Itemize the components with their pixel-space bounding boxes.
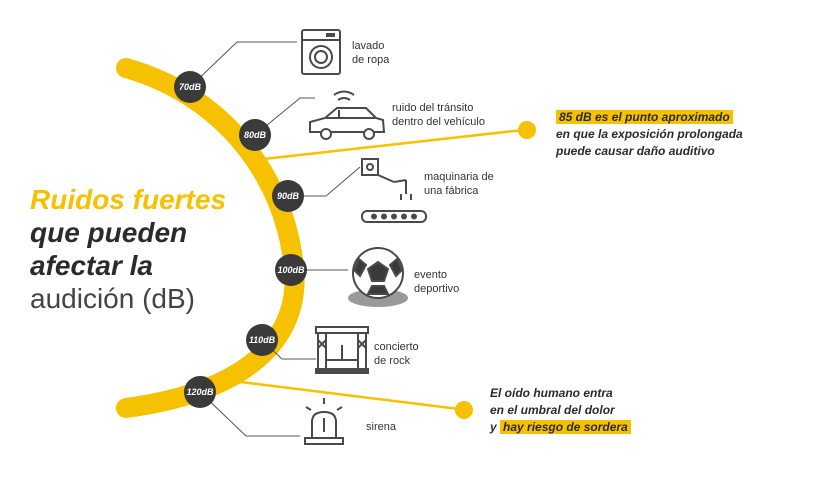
title-line-1: Ruidos fuertes xyxy=(30,184,227,215)
label-siren: sirena xyxy=(366,421,396,433)
callout-top-connector xyxy=(254,121,536,162)
badge-90db-text: 90dB xyxy=(277,191,300,201)
label-sports-event: evento deportivo xyxy=(414,269,460,295)
callout-85db: 85 dB es el punto aproximado en que la e… xyxy=(556,109,743,160)
title-line-3: afectar la xyxy=(30,250,153,281)
washing-machine-icon xyxy=(301,29,341,75)
page-title: Ruidos fuertes que pueden afectar la aud… xyxy=(30,183,226,315)
callout-85db-highlight: 85 dB es el punto aproximado xyxy=(556,110,733,124)
concert-stage-icon xyxy=(315,326,369,374)
car-icon xyxy=(309,90,386,140)
badge-90db: 90dB xyxy=(272,180,304,212)
callout-pain-threshold: El oído humano entra en el umbral del do… xyxy=(490,385,631,436)
title-line-2: que pueden xyxy=(30,217,188,248)
badge-100db-text: 100dB xyxy=(277,265,305,275)
callout-pain-line3-prefix: y xyxy=(490,420,497,434)
badge-80db-text: 80dB xyxy=(244,130,267,140)
callout-pain-line2: en el umbral del dolor xyxy=(490,403,615,417)
label-rock-concert: concierto de rock xyxy=(374,341,419,367)
title-line-4: audición (dB) xyxy=(30,283,195,314)
callout-pain-line1: El oído humano entra xyxy=(490,386,613,400)
badge-110db-text: 110dB xyxy=(249,335,276,345)
label-car-traffic: ruido del tránsito dentro del vehículo xyxy=(392,102,485,128)
badge-80db: 80dB xyxy=(239,119,271,151)
callout-85db-line2: en que la exposición prolongada xyxy=(556,127,743,141)
label-washing-machine: lavado de ropa xyxy=(352,40,390,66)
siren-icon xyxy=(304,398,344,445)
soccer-ball-icon xyxy=(348,247,408,307)
callout-pain-highlight: hay riesgo de sordera xyxy=(500,420,631,434)
badge-110db: 110dB xyxy=(246,324,278,356)
badge-70db: 70dB xyxy=(174,71,206,103)
badge-70db-text: 70dB xyxy=(179,82,202,92)
badge-120db: 120dB xyxy=(184,376,216,408)
badge-100db: 100dB xyxy=(275,254,307,286)
badge-120db-text: 120dB xyxy=(186,387,214,397)
label-factory: maquinaria de una fábrica xyxy=(424,171,494,197)
callout-bottom-connector xyxy=(199,375,473,419)
callout-85db-line3: puede causar daño auditivo xyxy=(556,144,715,158)
factory-machine-icon xyxy=(361,158,427,223)
